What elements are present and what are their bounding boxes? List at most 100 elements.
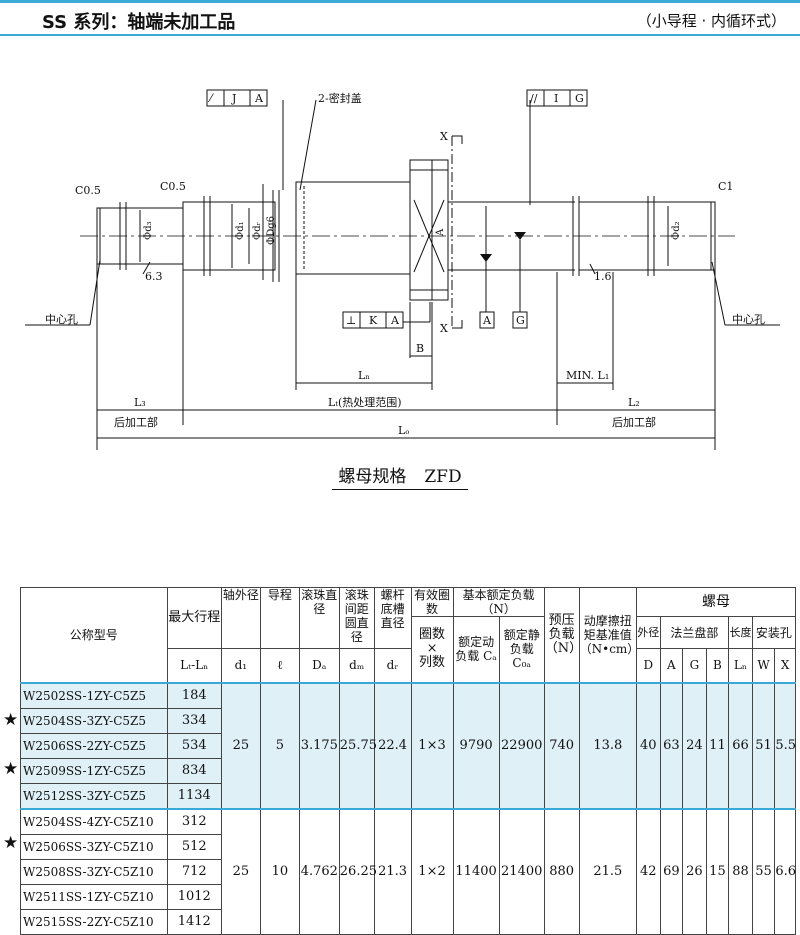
model-cell: W2504SS-4ZY-C5Z10	[20, 808, 168, 835]
dr-cell: 22.4	[373, 682, 412, 809]
col-ball: 滚珠直径	[298, 587, 340, 649]
col-mount: 安装孔	[751, 616, 797, 649]
G-cell: 26	[682, 808, 707, 935]
stroke-cell: 534	[166, 732, 222, 759]
ja-datum: A	[254, 92, 264, 105]
sym-G: G	[682, 648, 707, 683]
table-group-lead5: W2502SS-1ZY-C5Z5 184 25 5 3.175 25.75 22…	[20, 682, 796, 809]
table-row: W2506SS-3ZY-C5Z10 512	[20, 833, 796, 860]
Ln-cell: 66	[728, 682, 753, 809]
turns-cell: 1×2	[410, 808, 454, 935]
sym-root: dᵣ	[373, 648, 412, 683]
ka-letter: K	[369, 314, 378, 327]
ja-symbol: ⁄	[207, 92, 214, 105]
dim-lo: Lₒ	[398, 424, 410, 437]
col-model: 公称型号	[20, 587, 168, 683]
model-cell: W2512SS-3ZY-C5Z5	[20, 782, 168, 809]
torque-unit: （N•cm）	[579, 641, 640, 656]
dim-d1: Φd₁	[235, 221, 246, 240]
model-cell: W2511SS-1ZY-C5Z10	[20, 883, 168, 910]
stroke-cell: 334	[166, 707, 222, 734]
section-x-top: X	[440, 130, 448, 143]
sym-stroke: Lₜ-Lₙ	[166, 648, 222, 683]
col-shaft: 轴外径	[220, 587, 261, 649]
dim-l2: L₂	[628, 396, 640, 409]
sym-W: W	[751, 648, 776, 683]
preload-unit: （N）	[544, 640, 583, 656]
ig-letter: I	[554, 92, 558, 105]
rear-machining-right: 后加工部	[612, 415, 656, 429]
table-row: W2504SS-4ZY-C5Z10 312 25 10 4.762 26.25 …	[20, 808, 796, 935]
dim-b: B	[416, 342, 424, 355]
ja-letter: J	[231, 92, 236, 105]
c0a-cell: 22900	[498, 682, 545, 809]
col-torque: 动摩擦扭矩基准值 （N•cm）	[578, 587, 640, 683]
table-row: W2506SS-2ZY-C5Z5 534	[20, 732, 796, 759]
star-marker: ★	[3, 710, 19, 730]
model-cell: W2508SS-3ZY-C5Z10	[20, 858, 168, 885]
dm-cell: 25.75	[338, 682, 377, 809]
preload-cell: 880	[543, 808, 580, 935]
stroke-cell: 712	[166, 858, 222, 885]
roughness-left: 6.3	[145, 270, 163, 283]
model-cell: W2506SS-3ZY-C5Z10	[20, 833, 168, 860]
dim-l3: L₃	[134, 396, 146, 409]
sym-shaft: d₁	[220, 648, 261, 683]
lead-cell: 5	[259, 682, 300, 809]
d1-cell: 25	[220, 808, 261, 935]
load-unit: （N）	[481, 602, 516, 616]
col-pitch: 滚珠间距圆直径	[338, 587, 375, 649]
ig-datum: G	[575, 92, 584, 105]
G-cell: 24	[682, 682, 707, 809]
sym-lead: ℓ	[259, 648, 300, 683]
sym-A: A	[659, 648, 684, 683]
sym-X: X	[774, 648, 796, 683]
model-cell: W2504SS-3ZY-C5Z5	[20, 707, 168, 734]
A-cell: 69	[659, 808, 684, 935]
preload-title: 预压负载	[548, 612, 575, 642]
torque-cell: 13.8	[578, 682, 638, 809]
X-cell: 5.5	[774, 682, 796, 809]
X-cell: 6.6	[774, 808, 796, 935]
col-dynamic-load: 额定动负载 Cₐ	[452, 616, 500, 683]
turns-line1: 圈数	[419, 627, 446, 643]
star-marker: ★	[3, 759, 19, 779]
col-length: 长度	[728, 616, 753, 649]
col-nut: 螺母	[636, 587, 796, 617]
page-title: SS 系列：轴端未加工品	[42, 12, 236, 33]
star-marker: ★	[3, 833, 19, 853]
dm-cell: 26.25	[338, 808, 377, 935]
dim-lt: Lₜ(热处理范围)	[328, 395, 402, 409]
sym-pitch: dₘ	[338, 648, 375, 683]
col-turns-sub: 圈数 × 列数	[410, 616, 454, 683]
ca-cell: 11400	[452, 808, 500, 935]
chamfer-left: C0.5	[75, 184, 101, 197]
da-cell: 4.762	[298, 808, 340, 935]
dim-d3: Φd₃	[143, 221, 154, 240]
chamfer-mid: C0.5	[160, 180, 186, 193]
A-cell: 63	[659, 682, 684, 809]
datum-a-box: A	[482, 314, 492, 327]
lead-cell: 10	[259, 808, 300, 935]
page-header: SS 系列：轴端未加工品 （小导程 · 内循环式）	[0, 0, 800, 36]
table-row: W2504SS-3ZY-C5Z5 334	[20, 707, 796, 734]
section-x-bottom: X	[440, 322, 448, 335]
roughness-right: 1.6	[594, 270, 612, 283]
torque-title: 动摩擦扭矩基准值	[583, 613, 632, 642]
turns-line2: ×	[426, 641, 438, 657]
load-title: 基本额定负载	[462, 588, 535, 602]
D-cell: 42	[636, 808, 661, 935]
dim-min-l1: MIN. L₁	[566, 369, 609, 382]
center-hole-right: 中心孔	[732, 313, 765, 326]
ka-datum: A	[390, 314, 400, 327]
table-row: W2508SS-3ZY-C5Z10 712	[20, 858, 796, 885]
seal-label: 2-密封盖	[318, 91, 362, 105]
c0a-cell: 21400	[498, 808, 545, 935]
dim-dg6: ΦDg6	[266, 216, 277, 245]
W-cell: 55	[751, 808, 776, 935]
model-cell: W2515SS-2ZY-C5Z10	[20, 908, 168, 935]
chamfer-right: C1	[718, 180, 733, 193]
table-group-lead10: W2504SS-4ZY-C5Z10 312 25 10 4.762 26.25 …	[20, 808, 796, 935]
ca-cell: 9790	[452, 682, 500, 809]
